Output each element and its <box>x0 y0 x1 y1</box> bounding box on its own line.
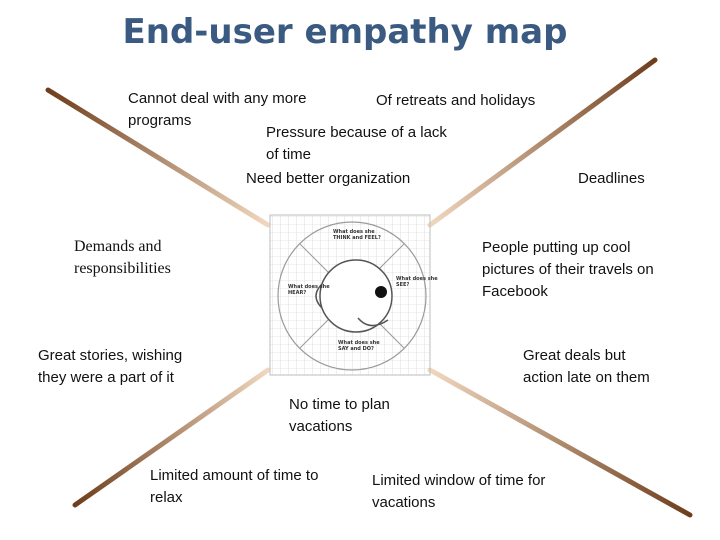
say-do-caption: What does she SAY and DO? <box>338 340 380 352</box>
arrow-bottom-left <box>72 367 271 508</box>
empathy-map-thumbnail <box>269 214 431 376</box>
note-people-pictures: People putting up cool pictures of their… <box>482 239 654 300</box>
mouth-icon <box>357 317 389 327</box>
arrow-top-left <box>45 87 271 228</box>
ear-icon <box>315 283 323 309</box>
note-great-deals: Great deals but action late on them <box>523 347 650 386</box>
note-organization: Need better organization <box>246 170 411 187</box>
note-deadlines: Deadlines <box>578 170 645 187</box>
page-title: End-user empathy map <box>122 12 568 52</box>
note-demands: Demands and responsibilities <box>74 238 171 277</box>
note-limited-relax: Limited amount of time to relax <box>150 467 319 506</box>
note-retreats: Of retreats and holidays <box>376 92 536 109</box>
head-icon <box>319 259 393 333</box>
note-great-stories: Great stories, wishing they were a part … <box>38 347 183 386</box>
note-cannot-deal: Cannot deal with any more programs <box>128 90 307 129</box>
eye-icon <box>375 286 387 298</box>
see-caption: What does she SEE? <box>396 276 438 288</box>
arrow-bottom-right <box>427 367 693 518</box>
note-pressure: Pressure because of a lack of time <box>266 124 447 163</box>
arrow-top-right <box>427 57 658 228</box>
think-feel-caption: What does she THINK and FEEL? <box>333 229 381 241</box>
note-no-time: No time to plan vacations <box>289 396 390 435</box>
hear-caption: What does she HEAR? <box>288 284 330 296</box>
note-limited-window: Limited window of time for vacations <box>372 472 546 511</box>
